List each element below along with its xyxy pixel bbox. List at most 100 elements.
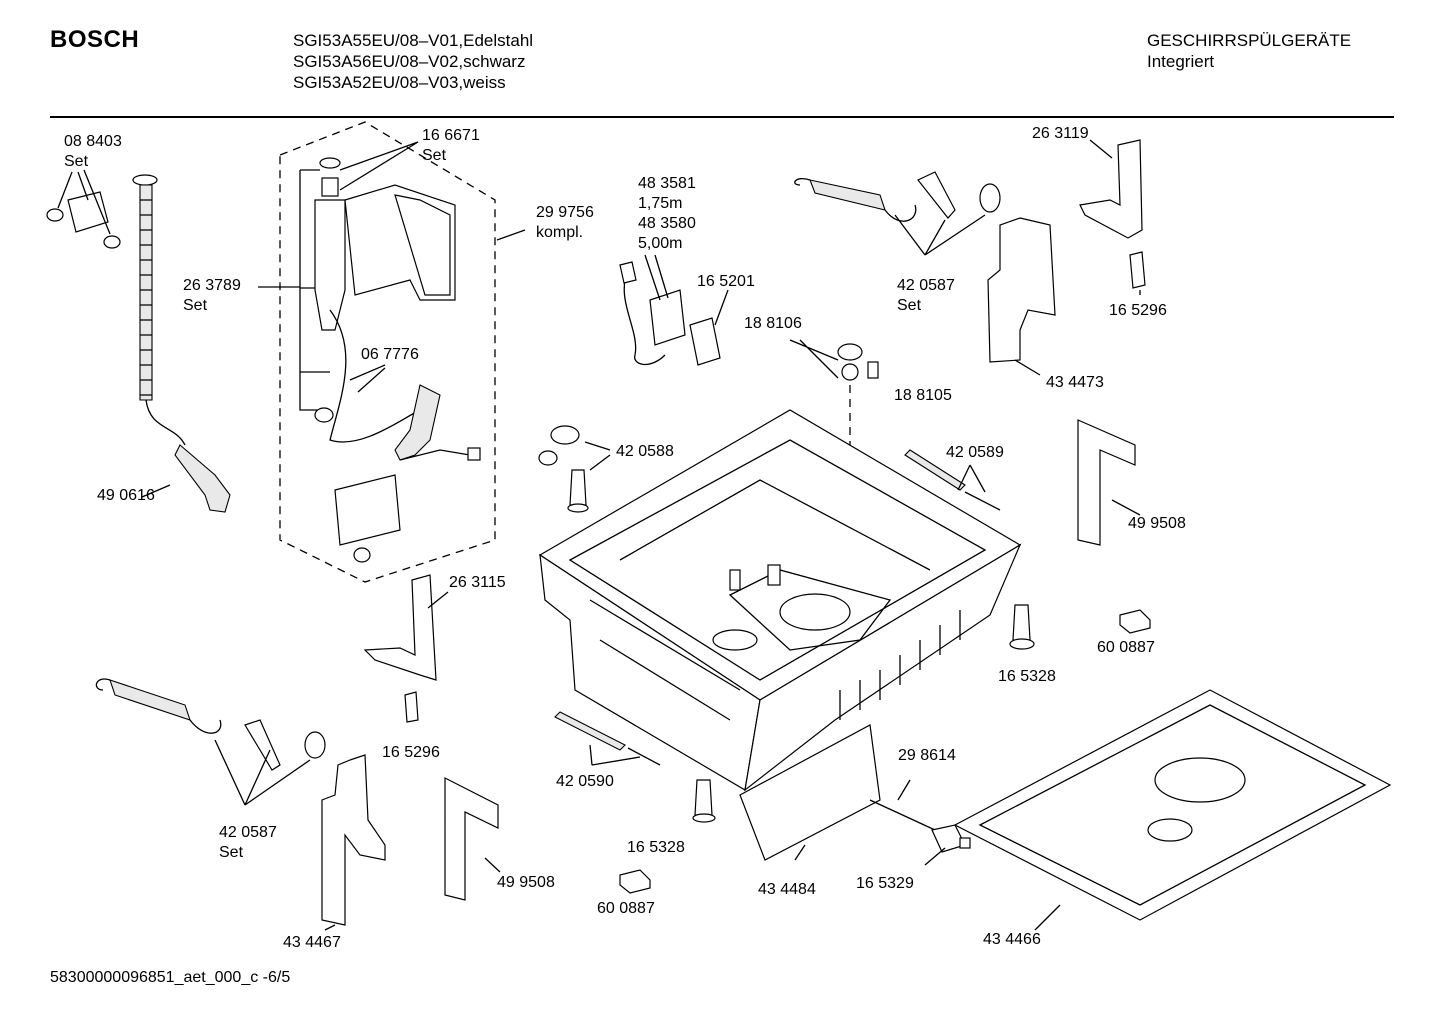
kit-outline	[279, 121, 496, 583]
part-number: 43 4473	[1046, 374, 1104, 391]
part-number: 60 0887	[597, 900, 655, 917]
part-number: 49 9508	[497, 874, 555, 891]
part-label-165328-left: 16 5328	[627, 838, 685, 858]
leveling-foot-left	[692, 779, 716, 823]
part-label-299756: 29 9756 kompl.	[536, 203, 594, 243]
base-plate	[953, 689, 1392, 931]
model-line: SGI53A56EU/08–V02,schwarz	[293, 52, 526, 71]
part-number: 16 5328	[998, 668, 1056, 685]
part-note: 1,75m	[638, 195, 683, 212]
part-label-420589: 42 0589	[946, 443, 1004, 463]
part-number: 43 4466	[983, 931, 1041, 948]
hinge-bracket-left	[363, 574, 449, 681]
part-number: 49 9508	[1128, 515, 1186, 532]
kickboard-knob	[869, 779, 971, 866]
part-label-420587-top: 42 0587 Set	[897, 276, 955, 316]
part-label-298614: 29 8614	[898, 746, 956, 766]
part-number: 42 0589	[946, 444, 1004, 461]
part-number: 43 4467	[283, 934, 341, 951]
part-note: Set	[422, 147, 447, 164]
part-number: 42 0587	[897, 277, 955, 294]
part-number: 06 7776	[361, 346, 419, 363]
part-number: 16 6671	[422, 127, 480, 144]
part-note: 5,00m	[638, 235, 683, 252]
door-spring-set-top	[794, 171, 1001, 256]
part-note: Set	[183, 297, 208, 314]
leveling-foot-front	[538, 425, 611, 513]
insulation-strip-right	[1077, 419, 1141, 546]
part-label-166671: 16 6671 Set	[422, 126, 480, 166]
header-divider	[50, 116, 1394, 118]
part-note: Set	[64, 153, 89, 170]
part-label-490616: 49 0616	[97, 486, 155, 506]
drain-hose	[132, 174, 231, 513]
part-label-165296-left: 16 5296	[382, 743, 440, 763]
category-subtitle: Integriert	[1147, 52, 1215, 71]
door-hinge-left	[321, 754, 386, 931]
part-label-434473: 43 4473	[1046, 373, 1104, 393]
part-number: 29 9756	[536, 204, 594, 221]
part-number: 43 4484	[758, 881, 816, 898]
part-label-483581: 48 3581 1,75m 48 3580 5,00m	[638, 174, 696, 254]
part-number: 16 5296	[382, 744, 440, 761]
insulation-strip-left	[444, 777, 501, 901]
model-list: SGI53A55EU/08–V01,Edelstahl SGI53A56EU/0…	[293, 30, 533, 93]
category-title: GESCHIRRSPÜLGERÄTE	[1147, 31, 1352, 50]
leveling-foot-right	[1009, 604, 1035, 650]
part-number: 16 5296	[1109, 302, 1167, 319]
model-line: SGI53A52EU/08–V03,weiss	[293, 73, 506, 92]
part-label-165329: 16 5329	[856, 874, 914, 894]
part-number: 29 8614	[898, 747, 956, 764]
part-number: 60 0887	[1097, 639, 1155, 656]
part-label-434467: 43 4467	[283, 933, 341, 953]
part-note: kompl.	[536, 224, 584, 241]
part-label-188106: 18 8106	[744, 314, 802, 334]
part-number: 26 3115	[449, 574, 506, 591]
part-number: 42 0587	[219, 824, 277, 841]
document-footer: 58300000096851_aet_000_c -6/5	[50, 969, 290, 987]
part-note: Set	[897, 297, 922, 314]
part-number: 49 0616	[97, 487, 155, 504]
part-number: 26 3119	[1032, 125, 1089, 142]
hinge-bracket-right	[1079, 139, 1146, 295]
category-block: GESCHIRRSPÜLGERÄTE Integriert	[1147, 30, 1351, 72]
model-line: SGI53A55EU/08–V01,Edelstahl	[293, 31, 534, 50]
foot-pad-right	[1119, 609, 1151, 634]
part-label-499508-right: 49 9508	[1128, 514, 1186, 534]
part-label-434484: 43 4484	[758, 880, 816, 900]
foot-pad-left	[619, 869, 651, 894]
part-number: 16 5328	[627, 839, 685, 856]
part-number: 16 5201	[697, 273, 755, 290]
part-label-263119: 26 3119	[1032, 124, 1089, 144]
part-number: 16 5329	[856, 875, 914, 892]
part-number: 18 8106	[744, 315, 802, 332]
clip-left	[404, 691, 419, 723]
door-spring-set-bottom	[95, 678, 326, 806]
part-label-499508-left: 49 9508	[497, 873, 555, 893]
part-number: 42 0588	[616, 443, 674, 460]
hose-clamp-set	[46, 169, 121, 249]
part-label-420588: 42 0588	[616, 442, 674, 462]
page-number: -6/5	[262, 969, 291, 986]
part-label-067776: 06 7776	[361, 345, 419, 365]
guide-rod-left	[554, 711, 661, 766]
part-label-188105: 18 8105	[894, 386, 952, 406]
part-number: 08 8403	[64, 133, 122, 150]
part-label-434466: 43 4466	[983, 930, 1041, 950]
part-label-263115: 26 3115	[449, 573, 506, 593]
part-number: 42 0590	[556, 773, 614, 790]
part-number: 26 3789	[183, 277, 241, 294]
part-label-165296-right: 16 5296	[1109, 301, 1167, 321]
base-tub-assembly	[538, 409, 1022, 792]
part-number: 48 3581	[638, 175, 696, 192]
guide-rod-right	[904, 449, 1001, 511]
part-label-165201: 16 5201	[697, 272, 755, 292]
part-number: 48 3580	[638, 215, 696, 232]
brand-logo: BOSCH	[50, 26, 140, 53]
part-label-088403: 08 8403 Set	[64, 132, 122, 172]
part-label-420587-bottom: 42 0587 Set	[219, 823, 277, 863]
kickboard-panel	[739, 724, 881, 861]
part-label-600887-right: 60 0887	[1097, 638, 1155, 658]
part-label-165328-right: 16 5328	[998, 667, 1056, 687]
